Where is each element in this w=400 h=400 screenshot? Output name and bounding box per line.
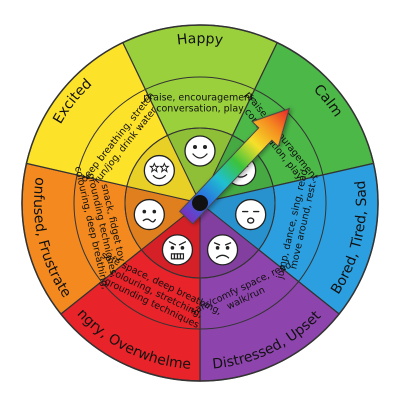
strategy-line: conversation, play [156,104,244,115]
segment-title-happy: Happy [176,31,224,49]
spinner-pivot-icon [192,195,208,211]
strategy-ring [73,76,327,330]
angry-face-icon [161,234,194,266]
inner-ring [124,127,276,279]
smile-face-icon [184,135,216,167]
strategy-line: praise, encouragement, [143,93,257,104]
starry-face-icon [143,154,175,187]
sad-face-icon [206,234,239,266]
tired-face-icon [235,198,267,231]
spinner-arrow[interactable] [173,96,302,230]
confused-face-icon [133,198,165,231]
wheel-outer-ring [21,24,379,382]
strategy-happy: praise, encouragement,conversation, play [143,93,257,115]
